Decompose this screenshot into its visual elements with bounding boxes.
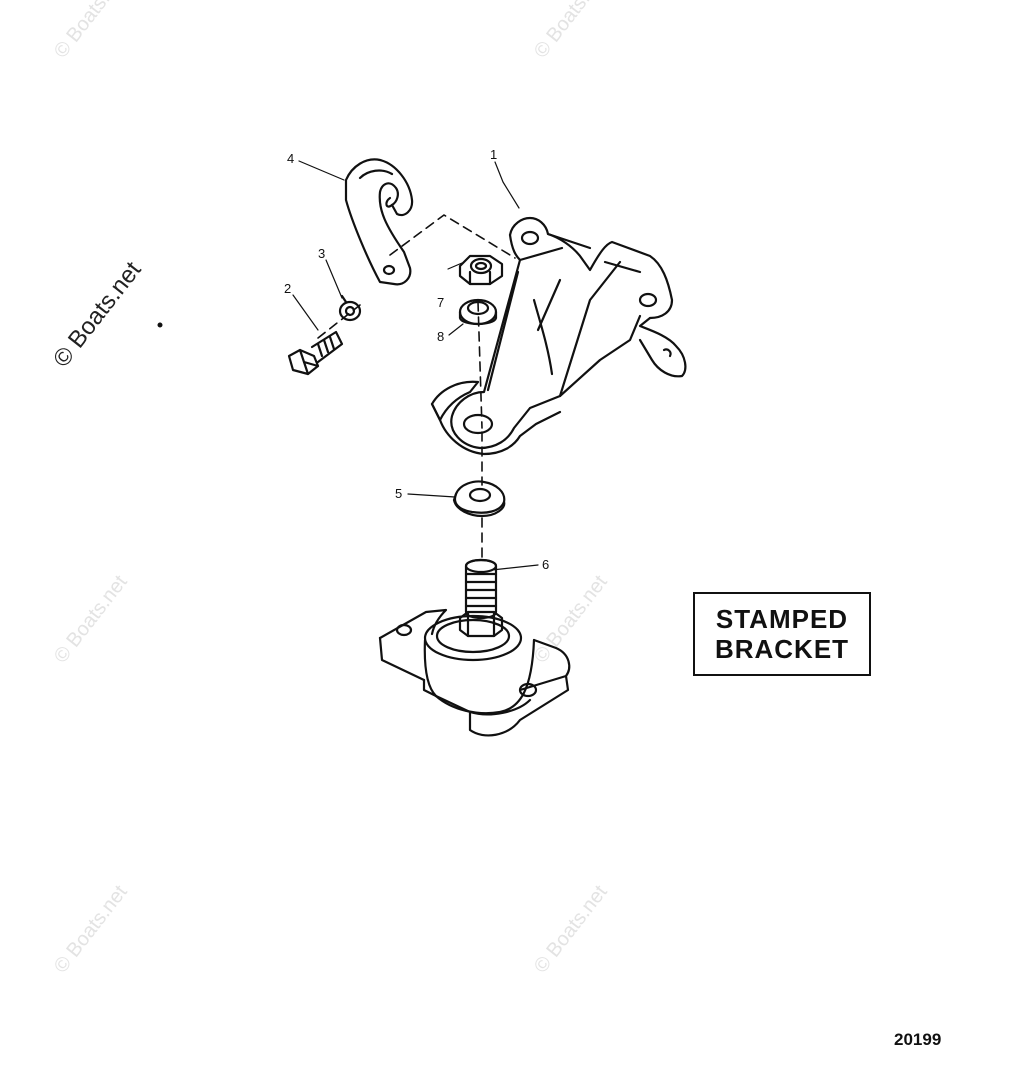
callout-8: 8 — [437, 329, 445, 344]
callout-4: 4 — [287, 151, 295, 166]
nut-part-7 — [458, 254, 504, 286]
clamp-part-4 — [344, 158, 414, 286]
engine-mount-part-6 — [378, 558, 571, 737]
callout-5: 5 — [395, 486, 403, 501]
callout-6: 6 — [542, 557, 550, 572]
stamped-bracket-title-box: STAMPED BRACKET — [693, 592, 871, 676]
title-line-2: BRACKET — [714, 634, 850, 664]
callout-3: 3 — [318, 246, 326, 261]
figure-number: 20199 — [894, 1030, 942, 1049]
title-line-1: STAMPED — [715, 604, 849, 634]
leader-lines — [292, 160, 539, 571]
callout-1: 1 — [490, 147, 498, 162]
bolt-part-2 — [287, 330, 344, 376]
lockwasher-part-3 — [338, 294, 362, 322]
callout-7: 7 — [437, 295, 445, 310]
stamped-bracket-part-1 — [430, 216, 687, 456]
callout-2: 2 — [284, 281, 292, 296]
plate-washer-part-5 — [452, 480, 506, 518]
washer-part-8 — [458, 298, 498, 326]
